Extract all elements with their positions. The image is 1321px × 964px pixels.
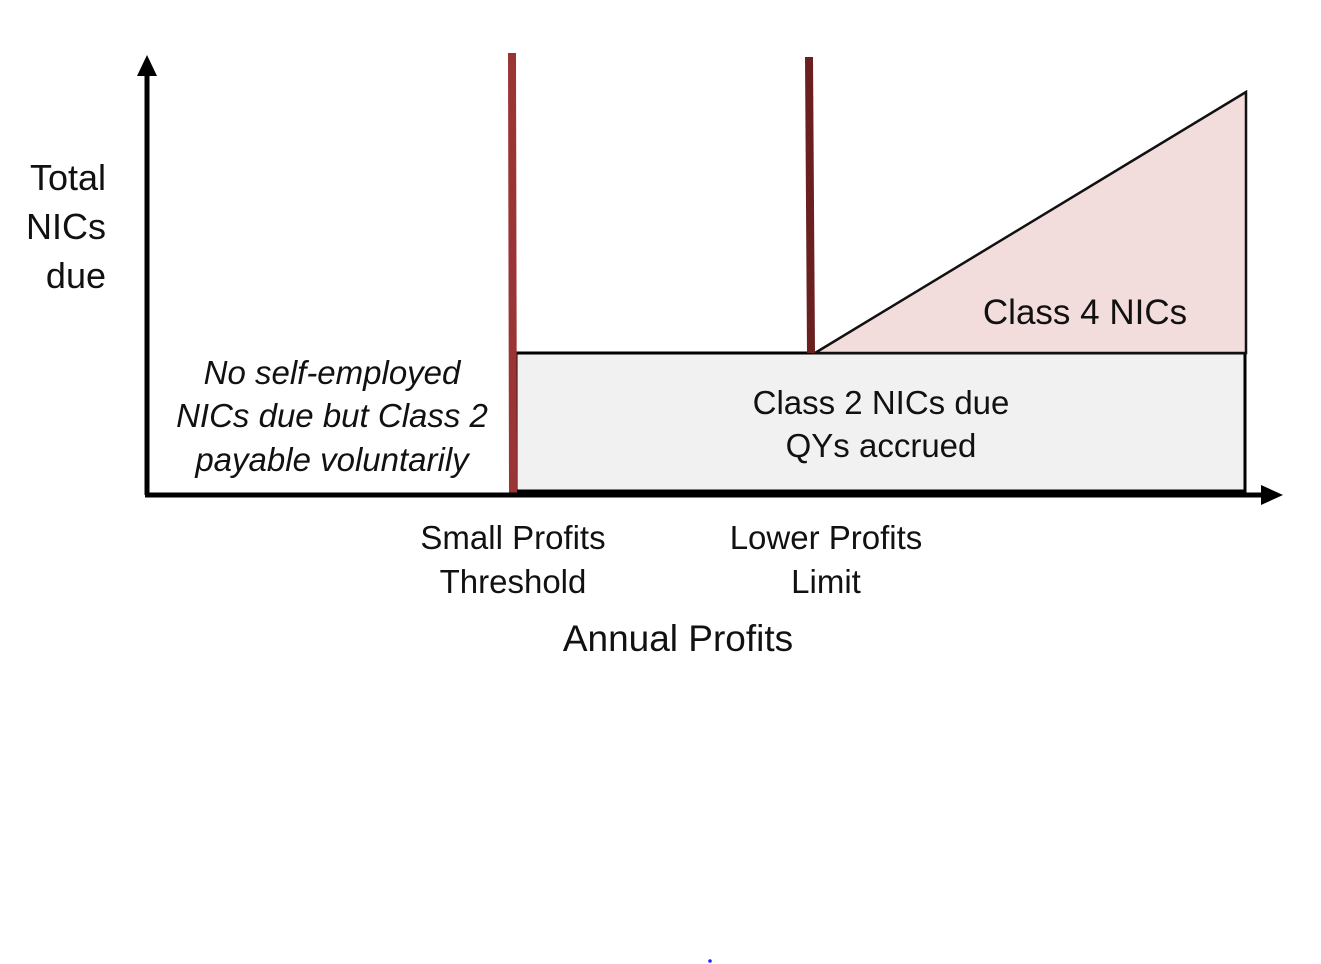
below-threshold-text-3: payable voluntarily: [194, 441, 471, 478]
small-profits-label-2: Threshold: [440, 563, 587, 600]
small-profits-label-1: Small Profits: [420, 519, 605, 556]
stray-dot: [708, 959, 712, 963]
y-axis-label-line1: Total: [30, 157, 106, 198]
y-axis-label-line2: NICs: [26, 206, 106, 247]
class2-text-2: QYs accrued: [786, 427, 977, 464]
x-axis-label: Annual Profits: [563, 618, 793, 659]
lower-profits-label-2: Limit: [791, 563, 861, 600]
class2-region: [514, 351, 1247, 493]
small-profits-threshold-line: [508, 52, 517, 494]
x-axis-arrow-icon: [1261, 485, 1283, 505]
below-threshold-text-1: No self-employed: [204, 354, 462, 391]
class4-region: [810, 89, 1248, 355]
lower-profits-limit-line: [805, 56, 815, 354]
class4-text: Class 4 NICs: [983, 293, 1187, 332]
lower-profits-label-1: Lower Profits: [730, 519, 923, 556]
below-threshold-text-2: NICs due but Class 2: [176, 397, 488, 434]
class2-text-1: Class 2 NICs due: [753, 384, 1010, 421]
y-axis-label-line3: due: [46, 255, 106, 296]
y-axis-arrow-icon: [137, 55, 157, 76]
